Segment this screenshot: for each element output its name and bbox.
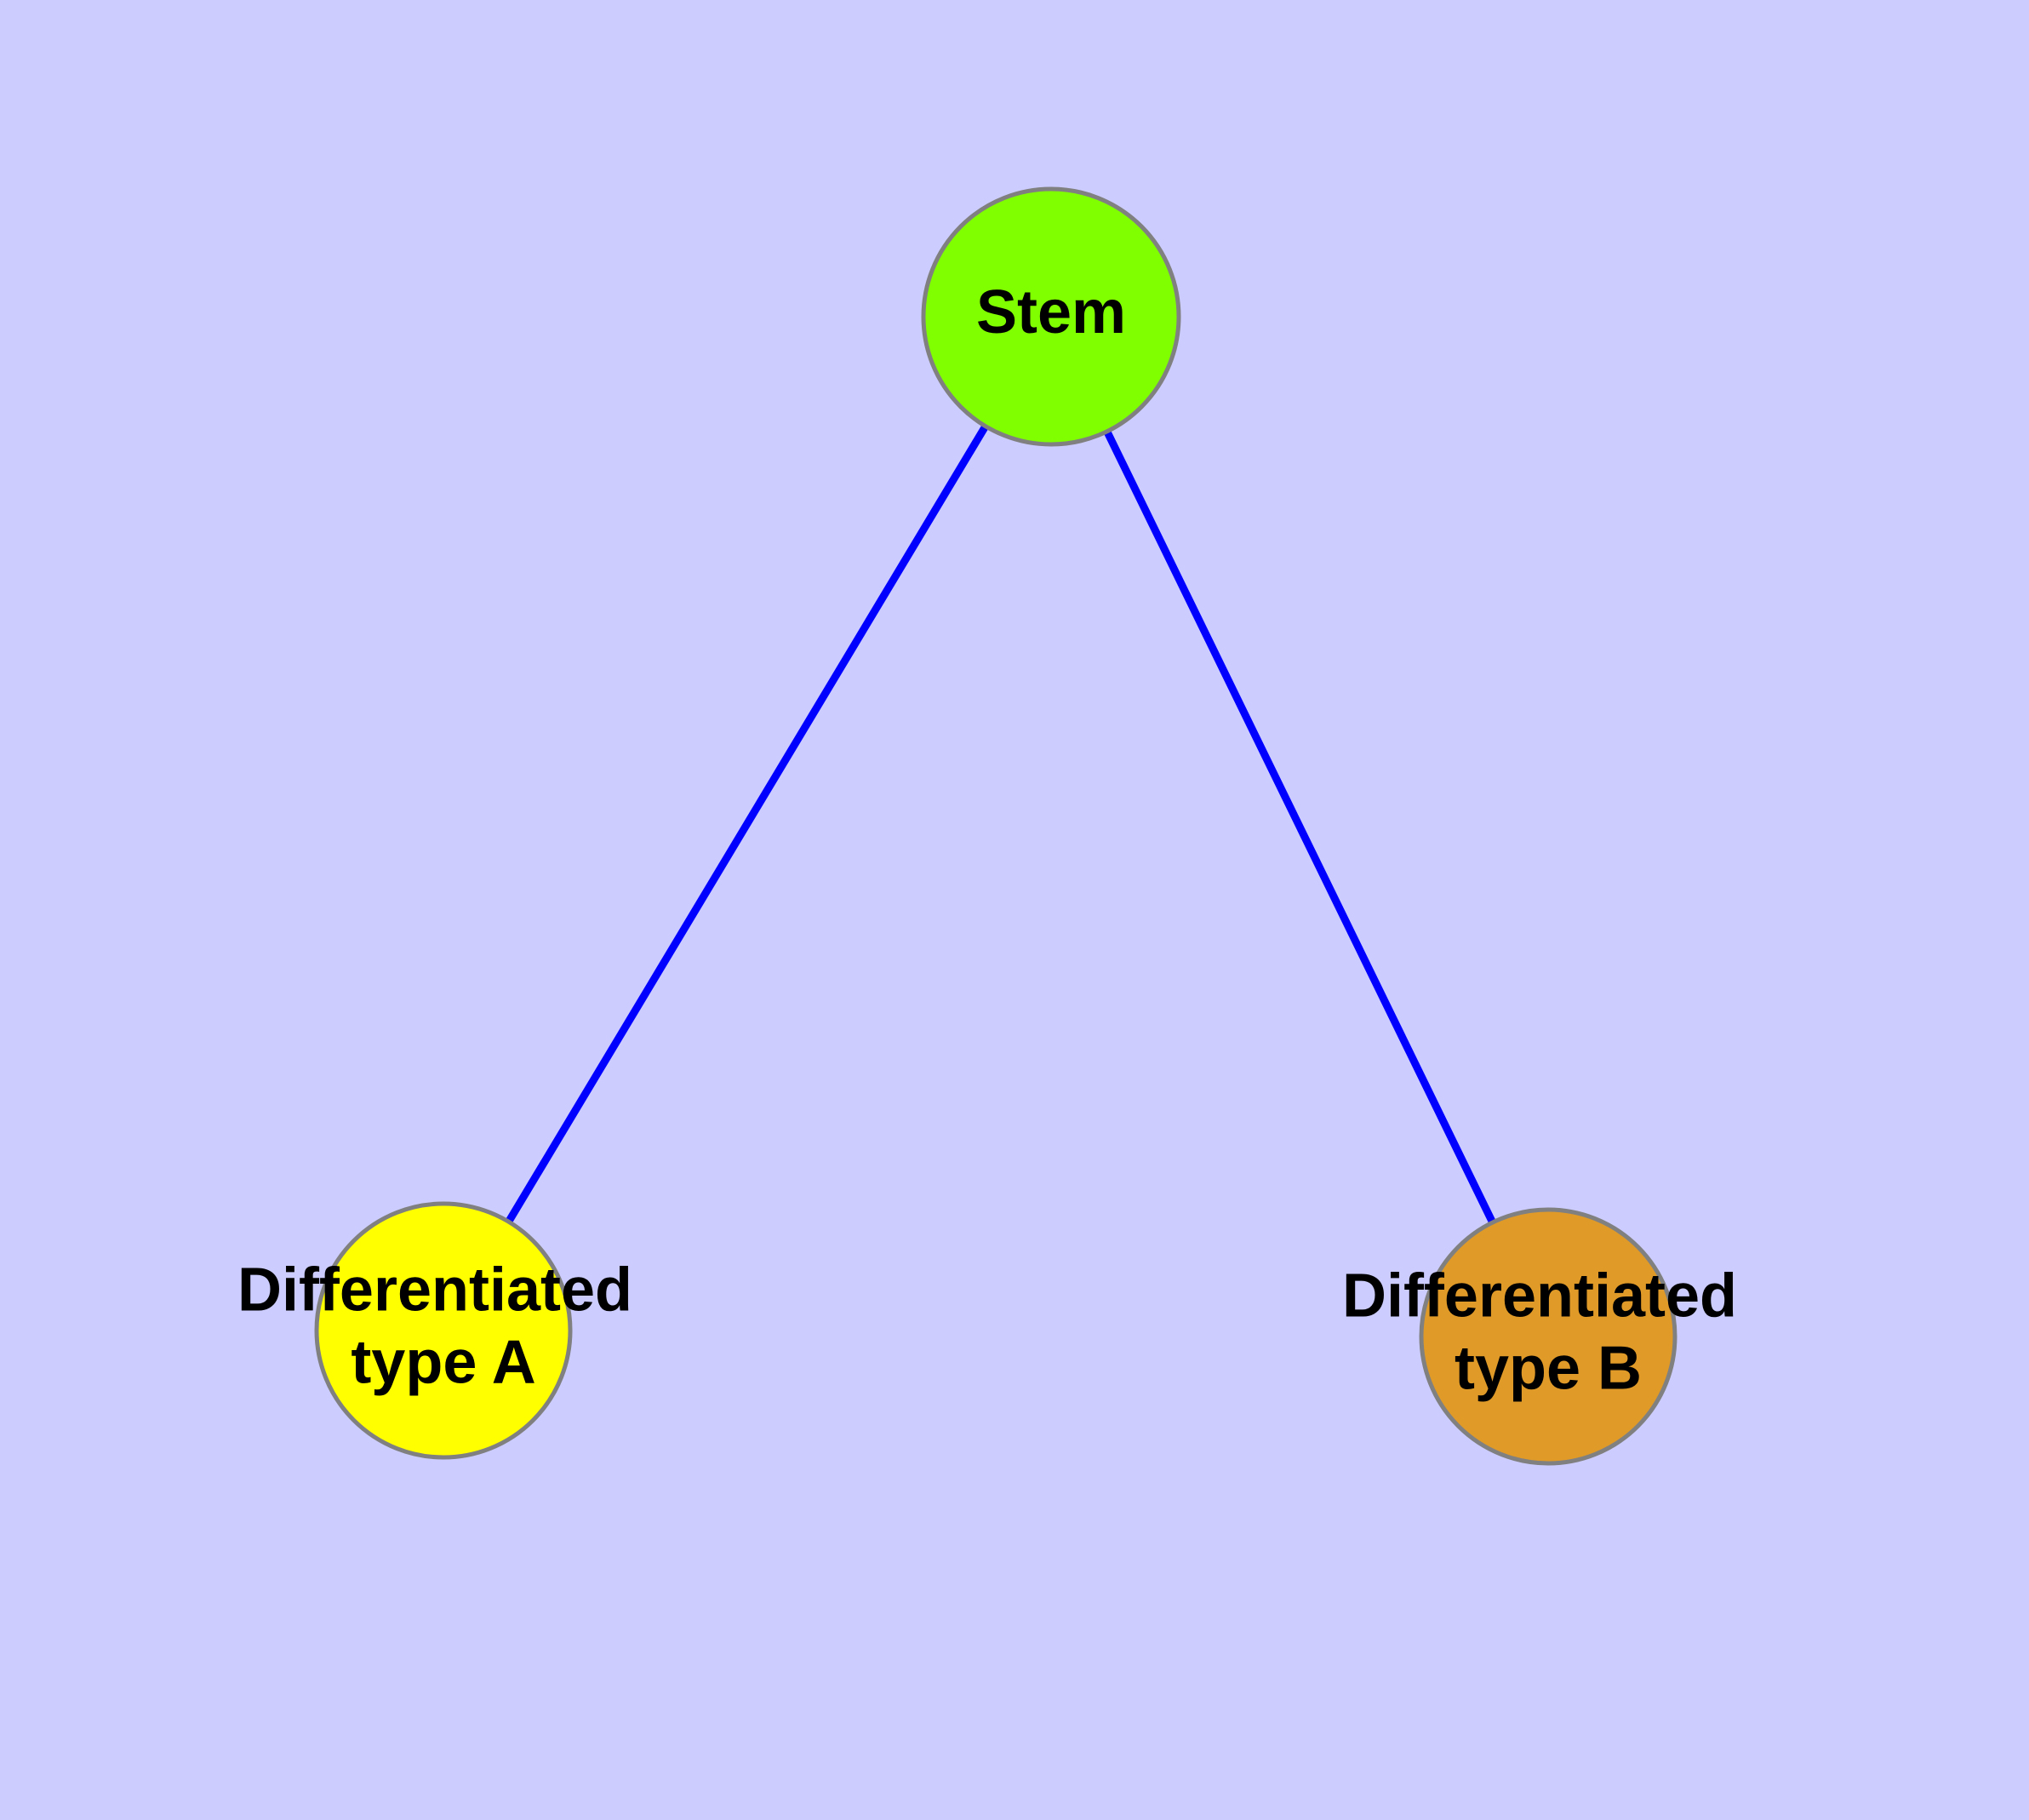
- node-label-differentiated-type-b: Differentiated type B: [1342, 1262, 1754, 1403]
- node-label-diff-a-line-2: type A: [351, 1328, 535, 1396]
- node-label-diff-a-line-1: Differentiated: [237, 1256, 632, 1325]
- nodes-layer: [314, 186, 1677, 1466]
- edge-stem-to-differentiated-type-b[interactable]: [1101, 425, 1499, 1229]
- node-label-diff-b-line-2: type B: [1455, 1334, 1642, 1402]
- node-stem[interactable]: [921, 186, 1181, 447]
- edge-stem-to-differentiated-type-a[interactable]: [502, 420, 992, 1228]
- node-label-stem-line-1: Stem: [976, 278, 1126, 346]
- node-label-differentiated-type-a: Differentiated type A: [237, 1256, 649, 1397]
- node-differentiated-type-a[interactable]: [314, 1201, 573, 1460]
- node-label-stem: Stem: [976, 278, 1126, 346]
- labels-layer: Stem Differentiated type A Differentiate…: [237, 278, 1754, 1403]
- edges-layer: [502, 420, 1499, 1229]
- node-label-diff-b-line-1: Differentiated: [1342, 1262, 1737, 1331]
- node-differentiated-type-b[interactable]: [1419, 1207, 1677, 1466]
